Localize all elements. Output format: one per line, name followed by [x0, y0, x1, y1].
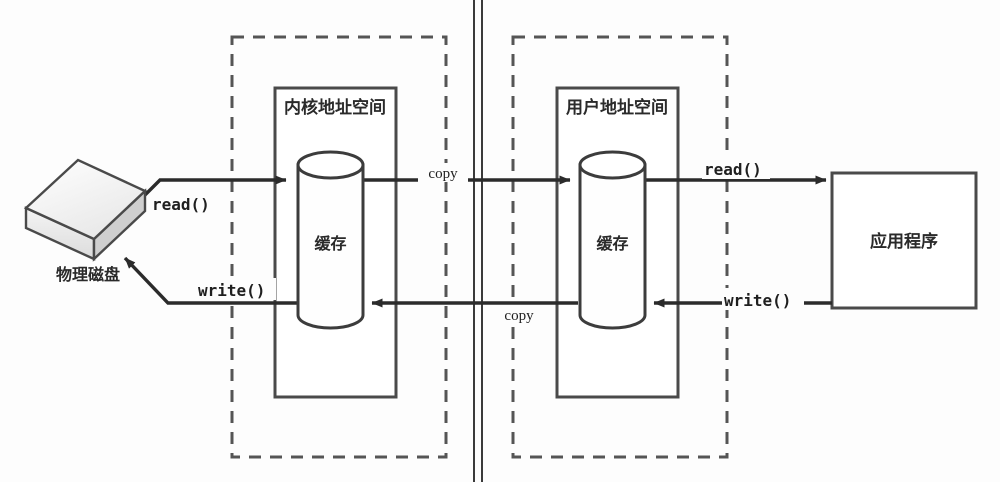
disk-platter-icon — [23, 158, 148, 262]
edge-kernel-to-disk — [123, 256, 330, 305]
application-program-label: 应用程序 — [870, 231, 938, 252]
edge-label-write-app: write() — [724, 291, 791, 310]
edge-label-copy-in: copy — [504, 308, 534, 324]
edge-label-copy-out: copy — [428, 166, 458, 182]
user-address-space-label: 用户地址空间 — [566, 97, 668, 118]
user-buffer-cylinder: 缓存 — [578, 150, 647, 330]
physical-disk-label: 物理磁盘 — [56, 265, 120, 284]
edge-label-read-app: read() — [704, 160, 762, 179]
user-address-space-box — [555, 86, 680, 399]
kernel-user-divider — [473, 0, 483, 482]
edge-label-read-disk: read() — [152, 195, 210, 214]
kernel-address-space-label: 内核地址空间 — [284, 97, 386, 118]
user-buffer-label: 缓存 — [595, 234, 628, 253]
kernel-buffer-cylinder: 缓存 — [296, 150, 365, 330]
kernel-buffer-label: 缓存 — [313, 234, 346, 253]
user-space-dashed-region — [511, 35, 729, 459]
kernel-space-dashed-region — [230, 35, 448, 459]
edge-label-write-disk: write() — [198, 281, 265, 300]
application-program-box — [830, 171, 978, 310]
